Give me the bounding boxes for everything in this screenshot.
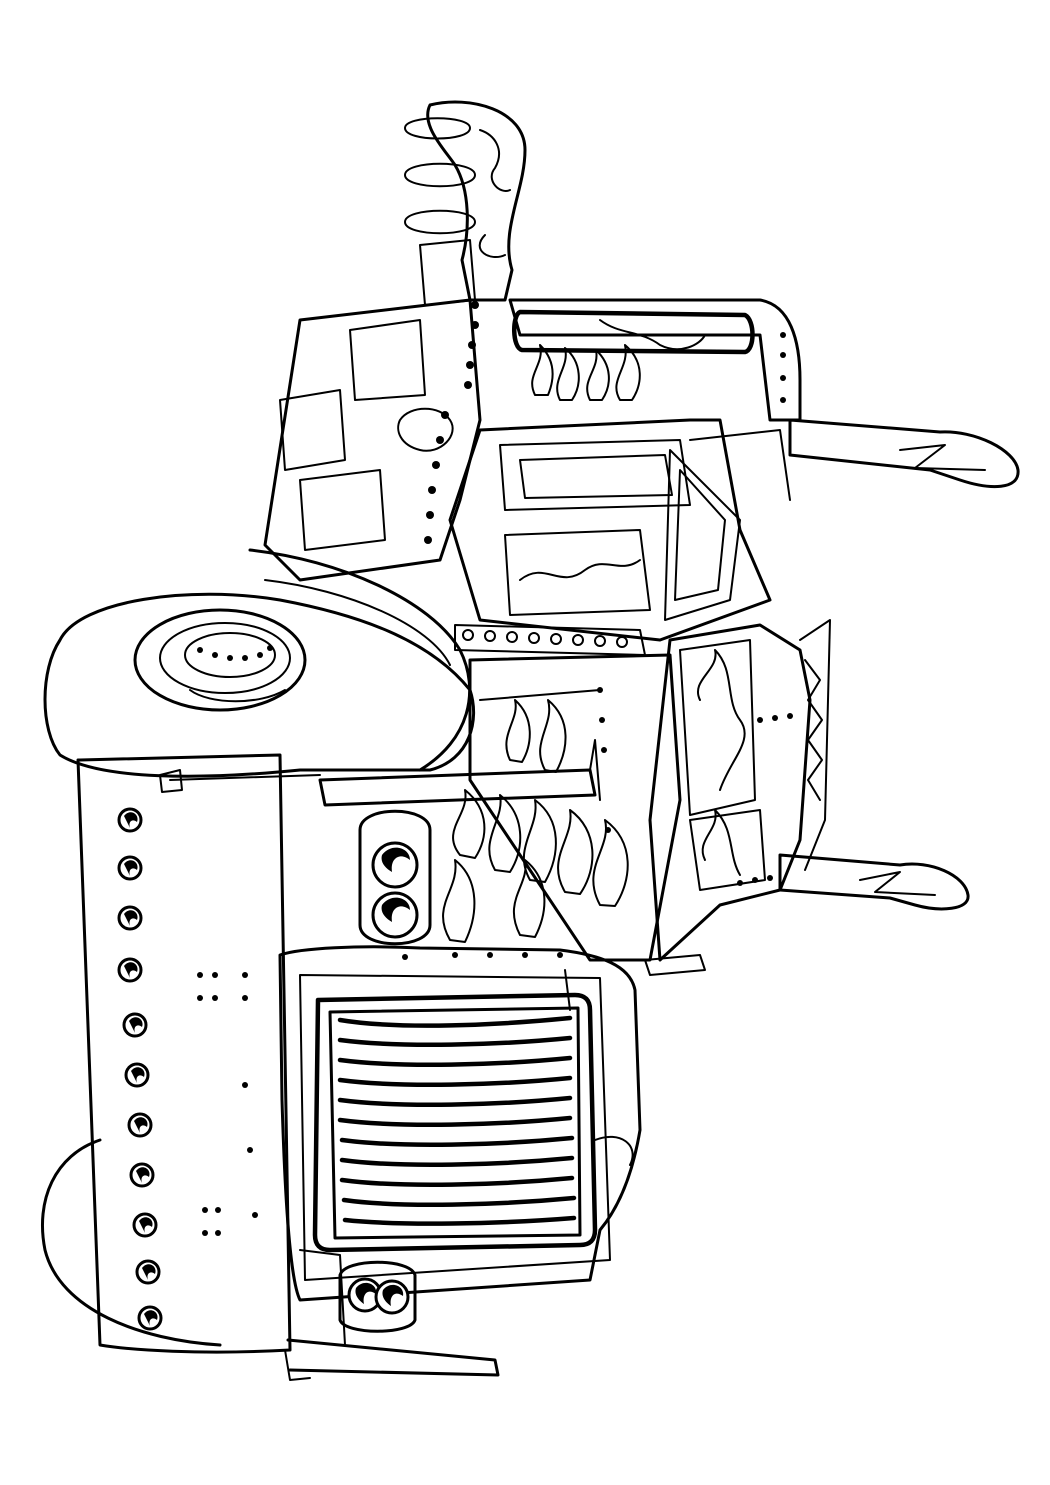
roof-flames — [531, 319, 706, 401]
upper-dot-row — [454, 624, 646, 656]
front-wheel-bottom — [40, 1138, 500, 1381]
side-flames — [442, 699, 629, 943]
hub-bolts — [197, 645, 273, 661]
bumper-bolts — [117, 807, 163, 1331]
exhaust-stack-rear — [404, 100, 527, 306]
side-rivets — [424, 301, 479, 544]
rear-rivets — [737, 713, 793, 886]
cab-side — [263, 298, 482, 582]
plate-small-dots — [197, 972, 258, 1236]
mirror-lower — [778, 853, 970, 911]
mirror-upper — [788, 418, 1020, 489]
headlights-upper — [358, 809, 432, 946]
grille-housing — [278, 945, 642, 1302]
front-bumper-panel — [76, 753, 321, 1354]
grille — [312, 992, 598, 1253]
panel-rivets — [597, 687, 611, 833]
headlights-lower — [299, 1249, 417, 1346]
cab-roof — [508, 298, 802, 422]
roof-dots — [780, 332, 786, 403]
grille-top-dots — [402, 952, 563, 960]
front-wheel-top — [43, 548, 476, 778]
windshield — [448, 418, 791, 642]
rear-side — [644, 619, 831, 976]
